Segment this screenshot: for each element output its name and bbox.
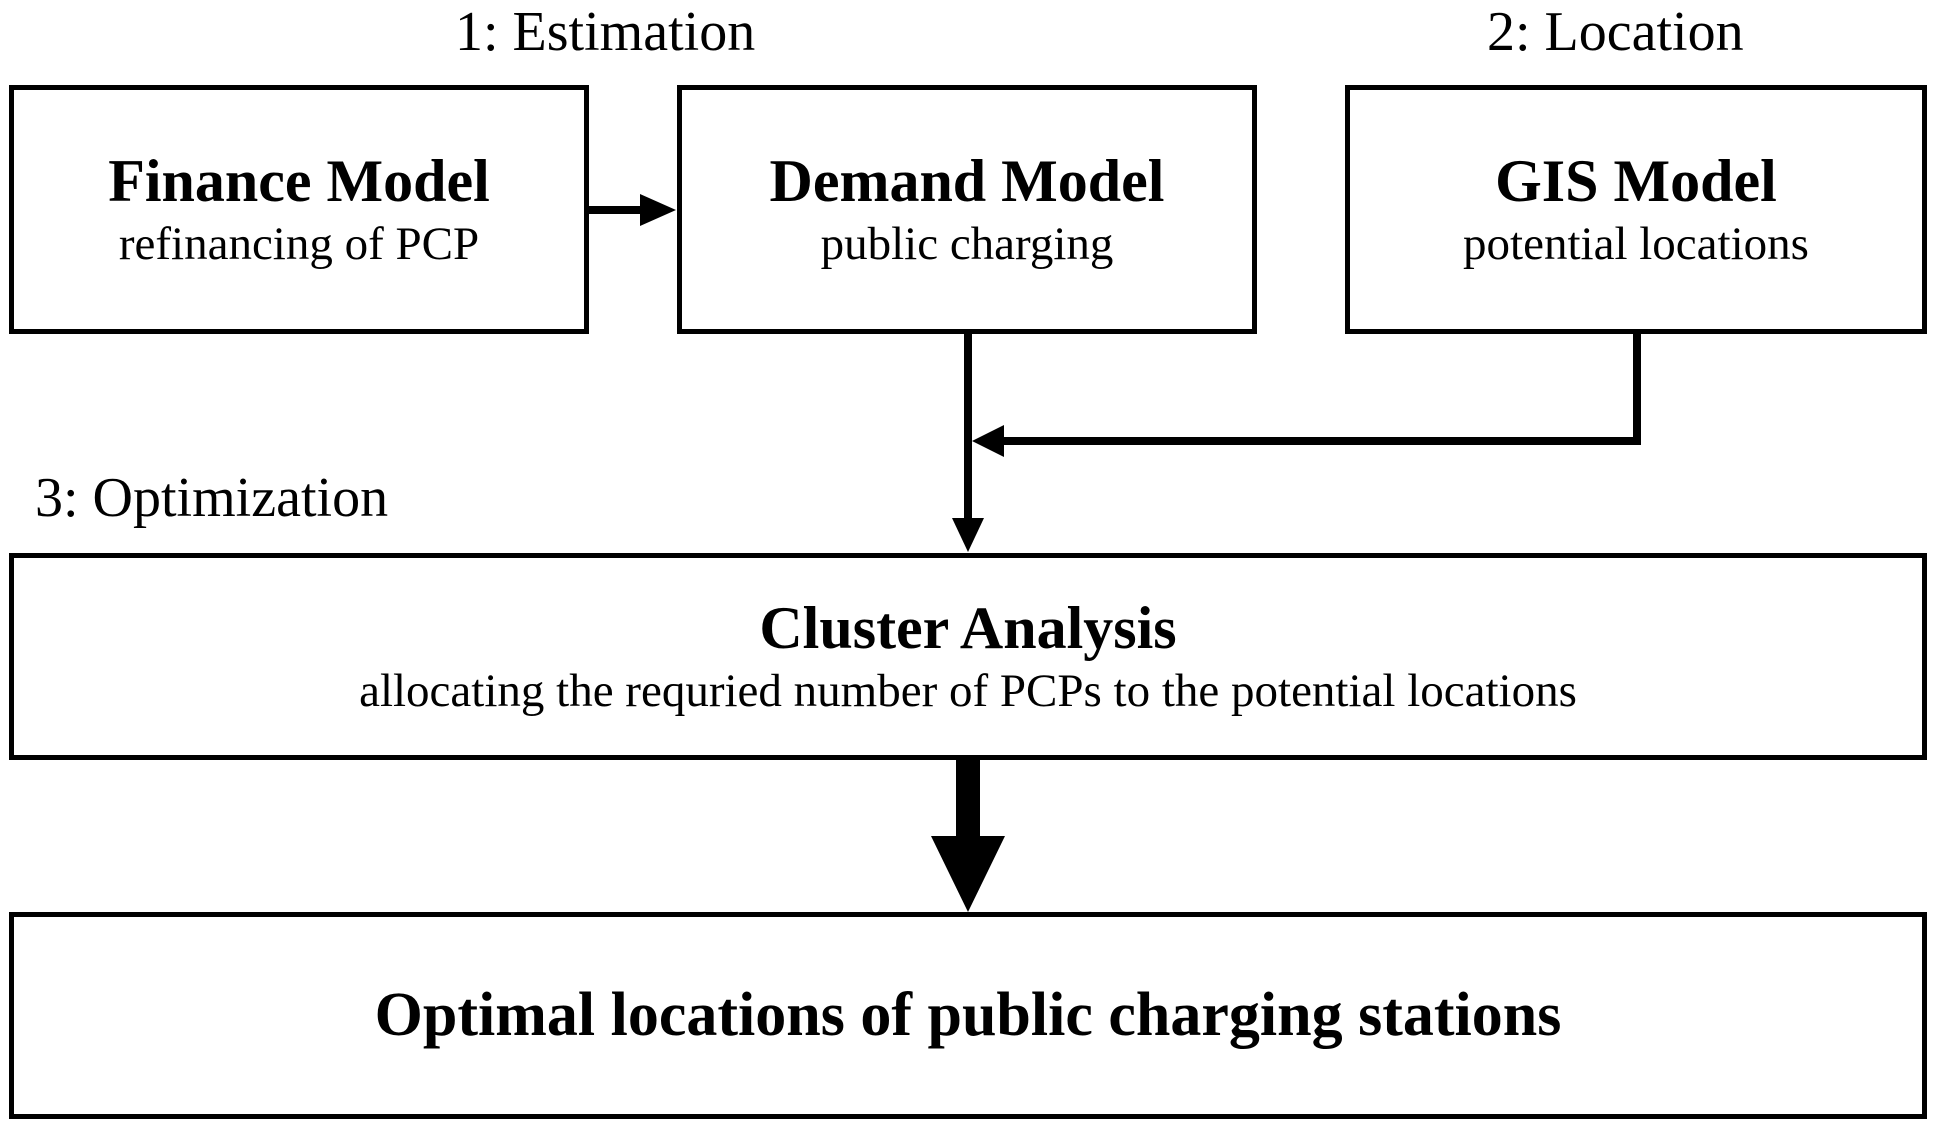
finance-model-title: Finance Model bbox=[108, 147, 490, 214]
thick-arrowhead-cluster-to-result bbox=[931, 836, 1005, 912]
result-title: Optimal locations of public charging sta… bbox=[374, 981, 1562, 1049]
cluster-analysis-subtitle: allocating the requried number of PCPs t… bbox=[359, 664, 1577, 717]
stage-label-location: 2: Location bbox=[1487, 1, 1744, 63]
demand-model-title: Demand Model bbox=[769, 147, 1165, 214]
thick-arrow-shaft bbox=[956, 760, 980, 840]
demand-model-box: Demand Model public charging bbox=[677, 85, 1257, 334]
arrowhead-demand-to-cluster bbox=[952, 518, 984, 552]
gis-model-subtitle: potential locations bbox=[1463, 217, 1809, 270]
demand-model-subtitle: public charging bbox=[820, 217, 1114, 270]
stage-label-estimation: 1: Estimation bbox=[455, 1, 756, 63]
result-box: Optimal locations of public charging sta… bbox=[9, 912, 1927, 1119]
stage-label-optimization: 3: Optimization bbox=[35, 467, 389, 529]
arrowhead-finance-to-demand bbox=[640, 194, 676, 226]
gis-model-title: GIS Model bbox=[1495, 147, 1777, 214]
arrowhead-gis-to-merge bbox=[972, 425, 1004, 457]
finance-model-subtitle: refinancing of PCP bbox=[118, 217, 480, 270]
gis-model-box: GIS Model potential locations bbox=[1345, 85, 1927, 334]
cluster-analysis-title: Cluster Analysis bbox=[759, 594, 1177, 661]
finance-model-box: Finance Model refinancing of PCP bbox=[9, 85, 589, 334]
cluster-analysis-box: Cluster Analysis allocating the requried… bbox=[9, 553, 1927, 760]
line-gis-to-merge bbox=[1000, 334, 1641, 445]
